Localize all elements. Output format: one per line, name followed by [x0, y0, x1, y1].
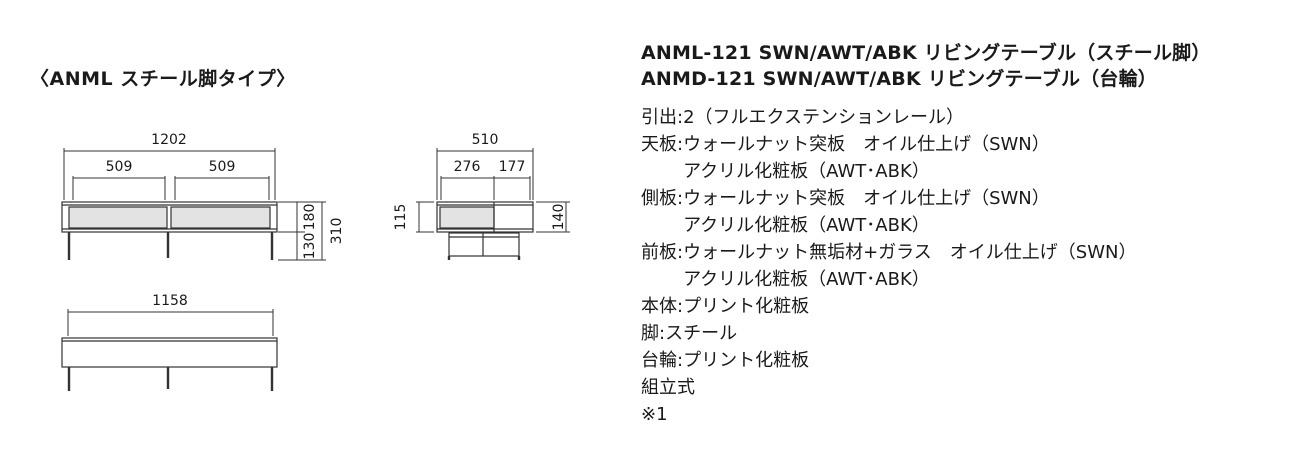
- spec-label: 本体:: [641, 296, 684, 317]
- dim-side-depth: 510: [472, 132, 499, 148]
- dim-front-total-height: 310: [329, 218, 345, 245]
- dim-side-part-a: 276: [454, 159, 481, 175]
- model-name-anml: ANML-121 SWN/AWT/ABK リビングテーブル（スチール脚）: [641, 42, 1211, 64]
- model-name-anmd: ANMD-121 SWN/AWT/ABK リビングテーブル（台輪）: [641, 68, 1157, 90]
- dim-front-body-height: 180: [302, 204, 318, 231]
- dim-front-leg-height: 130: [302, 233, 318, 260]
- spec-row-base: 台輪: プリント化粧板: [641, 347, 1281, 374]
- dim-front-drawer-right: 509: [209, 159, 236, 175]
- spec-value: プリント化粧板: [683, 296, 810, 317]
- spec-label: 台輪:: [641, 350, 684, 371]
- spec-value: 組立式: [641, 377, 695, 398]
- spec-value: プリント化粧板: [683, 350, 810, 371]
- spec-list: 引出: 2（フルエクステンションレール） 天板: ウォールナット突板 オイル仕上…: [641, 104, 1281, 428]
- spec-value: ウォールナット突板 オイル仕上げ（SWN）: [683, 134, 1050, 155]
- dim-front-width: 1202: [151, 132, 187, 148]
- spec-row-drawer: 引出: 2（フルエクステンションレール）: [641, 104, 1281, 131]
- spec-label: 前板:: [641, 242, 684, 263]
- spec-row-note: ※1: [641, 401, 1281, 428]
- spec-value: アクリル化粧板（AWT･ABK）: [683, 161, 930, 182]
- dim-side-right-height: 140: [551, 204, 567, 231]
- spec-panel: ANML-121 SWN/AWT/ABK リビングテーブル（スチール脚） ANM…: [641, 40, 1281, 428]
- spec-row-body: 本体: プリント化粧板: [641, 293, 1281, 320]
- spec-value: アクリル化粧板（AWT･ABK）: [683, 215, 930, 236]
- spec-label: 引出:: [641, 107, 684, 128]
- spec-value: アクリル化粧板（AWT･ABK）: [683, 269, 930, 290]
- spec-value: ウォールナット無垢材+ガラス オイル仕上げ（SWN）: [683, 242, 1137, 263]
- spec-row-assembly: 組立式: [641, 374, 1281, 401]
- spec-label: 天板:: [641, 134, 684, 155]
- technical-drawing: 1202 509 509 180 130 310 510 276 177 115…: [61, 132, 570, 391]
- spec-row-legs: 脚: スチール: [641, 320, 1281, 347]
- spec-value: ※1: [641, 404, 668, 425]
- spec-row-top-board: 天板: ウォールナット突板 オイル仕上げ（SWN） アクリル化粧板（AWT･AB…: [641, 131, 1281, 185]
- spec-value: ウォールナット突板 オイル仕上げ（SWN）: [683, 188, 1050, 209]
- section-title: 〈ANML スチール脚タイプ〉: [30, 68, 296, 90]
- spec-row-front-board: 前板: ウォールナット無垢材+ガラス オイル仕上げ（SWN） アクリル化粧板（A…: [641, 239, 1281, 293]
- dim-side-part-b: 177: [499, 159, 526, 175]
- spec-row-side-board: 側板: ウォールナット突板 オイル仕上げ（SWN） アクリル化粧板（AWT･AB…: [641, 185, 1281, 239]
- spec-label: 脚:: [641, 323, 666, 344]
- spec-value: 2（フルエクステンションレール）: [683, 107, 964, 128]
- spec-value: スチール: [665, 323, 738, 344]
- dim-side-left-height: 115: [393, 204, 409, 231]
- spec-label: 側板:: [641, 188, 684, 209]
- dim-front-drawer-left: 509: [106, 159, 133, 175]
- dim-top-width: 1158: [152, 293, 188, 309]
